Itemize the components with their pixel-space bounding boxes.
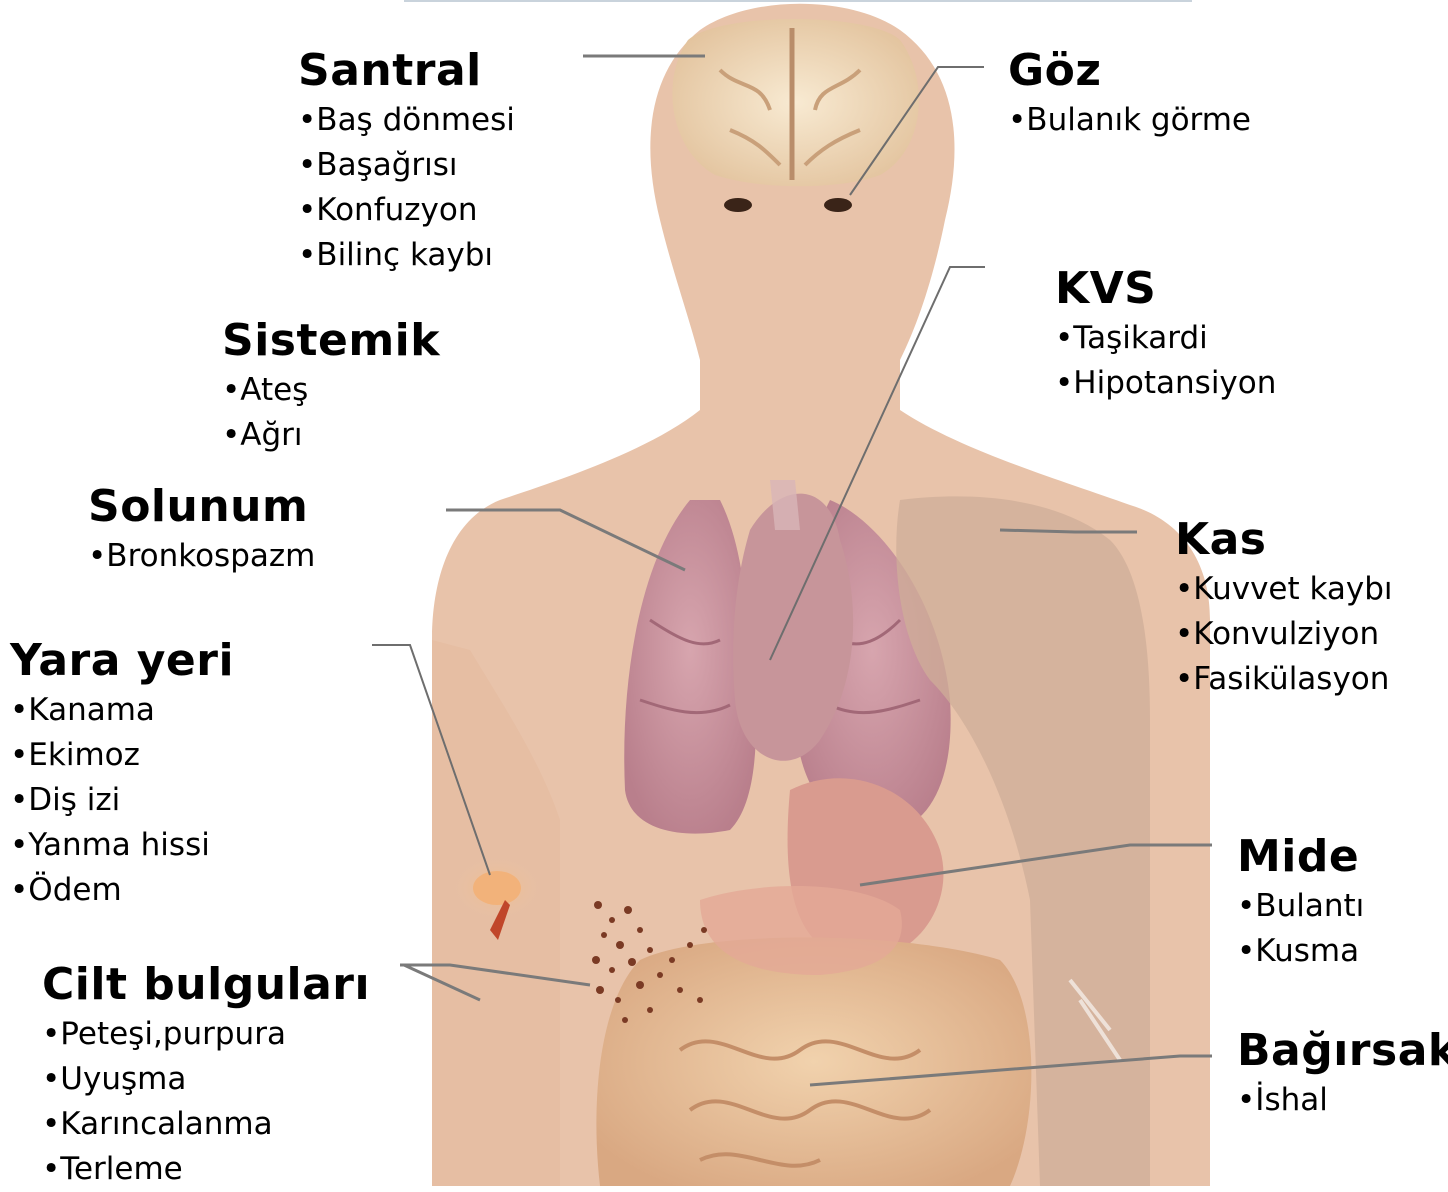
yara-yeri-group: Yara yeri Kanama Ekimoz Diş izi Yanma hi… xyxy=(10,634,234,913)
mide-group: Mide Bulantı Kusma xyxy=(1237,830,1364,974)
list-item: Peteşi,purpura xyxy=(42,1012,370,1057)
list-item: Bilinç kaybı xyxy=(298,233,515,278)
list-item: Hipotansiyon xyxy=(1055,361,1276,406)
list-item: Yanma hissi xyxy=(10,823,234,868)
list-item: Ekimoz xyxy=(10,733,234,778)
list-item: Diş izi xyxy=(10,778,234,823)
solunum-title: Solunum xyxy=(88,480,315,534)
list-item: Bulanık görme xyxy=(1008,98,1251,143)
list-item: Kuvvet kaybı xyxy=(1175,567,1393,612)
cilt-title: Cilt bulguları xyxy=(42,958,370,1012)
list-item: Kanama xyxy=(10,688,234,733)
solunum-list: Bronkospazm xyxy=(88,534,315,579)
list-item: Konvulziyon xyxy=(1175,612,1393,657)
list-item: Ağrı xyxy=(222,413,440,458)
list-item: Uyuşma xyxy=(42,1057,370,1102)
kas-title: Kas xyxy=(1175,513,1393,567)
list-item: Bronkospazm xyxy=(88,534,315,579)
list-item: Terleme xyxy=(42,1147,370,1192)
sistemik-group: Sistemik Ateş Ağrı xyxy=(222,314,440,458)
kas-list: Kuvvet kaybı Konvulziyon Fasikülasyon xyxy=(1175,567,1393,702)
bagirsak-list: İshal xyxy=(1237,1078,1448,1123)
santral-list: Baş dönmesi Başağrısı Konfuzyon Bilinç k… xyxy=(298,98,515,278)
list-item: Ateş xyxy=(222,368,440,413)
list-item: İshal xyxy=(1237,1078,1448,1123)
kvs-group: KVS Taşikardi Hipotansiyon xyxy=(1055,262,1276,406)
kas-group: Kas Kuvvet kaybı Konvulziyon Fasikülasyo… xyxy=(1175,513,1393,702)
solunum-group: Solunum Bronkospazm xyxy=(88,480,315,579)
santral-title: Santral xyxy=(298,44,515,98)
goz-group: Göz Bulanık görme xyxy=(1008,44,1251,143)
kvs-title: KVS xyxy=(1055,262,1276,316)
goz-list: Bulanık görme xyxy=(1008,98,1251,143)
list-item: Konfuzyon xyxy=(298,188,515,233)
santral-group: Santral Baş dönmesi Başağrısı Konfuzyon … xyxy=(298,44,515,278)
list-item: Kusma xyxy=(1237,929,1364,974)
list-item: Ödem xyxy=(10,868,234,913)
bagirsak-group: Bağırsak İshal xyxy=(1237,1024,1448,1123)
list-item: Baş dönmesi xyxy=(298,98,515,143)
list-item: Karıncalanma xyxy=(42,1102,370,1147)
bagirsak-title: Bağırsak xyxy=(1237,1024,1448,1078)
sistemik-title: Sistemik xyxy=(222,314,440,368)
cilt-group: Cilt bulguları Peteşi,purpura Uyuşma Kar… xyxy=(42,958,370,1192)
kvs-list: Taşikardi Hipotansiyon xyxy=(1055,316,1276,406)
yara-yeri-list: Kanama Ekimoz Diş izi Yanma hissi Ödem xyxy=(10,688,234,913)
cilt-list: Peteşi,purpura Uyuşma Karıncalanma Terle… xyxy=(42,1012,370,1192)
list-item: Başağrısı xyxy=(298,143,515,188)
sistemik-list: Ateş Ağrı xyxy=(222,368,440,458)
mide-title: Mide xyxy=(1237,830,1364,884)
list-item: Fasikülasyon xyxy=(1175,657,1393,702)
list-item: Bulantı xyxy=(1237,884,1364,929)
list-item: Taşikardi xyxy=(1055,316,1276,361)
mide-list: Bulantı Kusma xyxy=(1237,884,1364,974)
yara-yeri-title: Yara yeri xyxy=(10,634,234,688)
goz-title: Göz xyxy=(1008,44,1251,98)
